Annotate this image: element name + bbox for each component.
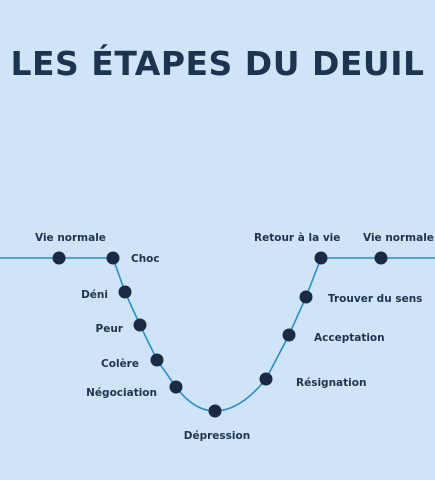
page-title: LES ÉTAPES DU DEUIL bbox=[10, 44, 425, 83]
stage-acceptation: Acceptation bbox=[282, 328, 385, 344]
stage-peur: Peur bbox=[96, 318, 147, 335]
stage-dot bbox=[118, 285, 132, 299]
stage-dot bbox=[282, 328, 296, 342]
stage-dot bbox=[299, 290, 313, 304]
stage-label: Dépression bbox=[184, 430, 250, 442]
stage-colere: Colère bbox=[101, 353, 164, 370]
stage-label: Retour à la vie bbox=[254, 232, 340, 244]
stage-dot bbox=[259, 372, 273, 386]
stage-depression: Dépression bbox=[184, 404, 250, 442]
stage-dot bbox=[169, 380, 183, 394]
stage-label: Trouver du sens bbox=[328, 293, 422, 305]
stage-label: Négociation bbox=[86, 387, 157, 399]
stage-label: Résignation bbox=[296, 377, 366, 389]
stage-choc: Choc bbox=[106, 251, 160, 265]
stage-dot bbox=[374, 251, 388, 265]
stage-label: Choc bbox=[131, 253, 160, 265]
stage-label: Peur bbox=[96, 323, 124, 335]
stage-label: Colère bbox=[101, 358, 139, 370]
stage-deni: Déni bbox=[81, 285, 132, 301]
stage-label: Vie normale bbox=[363, 232, 434, 244]
stage-dot bbox=[52, 251, 66, 265]
stage-vie-normale-start: Vie normale bbox=[35, 232, 106, 265]
stage-dot bbox=[150, 353, 164, 367]
stage-label: Acceptation bbox=[314, 332, 385, 344]
stage-dot bbox=[208, 404, 222, 418]
stage-label: Vie normale bbox=[35, 232, 106, 244]
stage-trouver-du-sens: Trouver du sens bbox=[299, 290, 422, 305]
stage-label: Déni bbox=[81, 289, 108, 301]
stage-vie-normale-end: Vie normale bbox=[363, 232, 434, 265]
stage-negociation: Négociation bbox=[86, 380, 183, 399]
stage-dot bbox=[106, 251, 120, 265]
stage-resignation: Résignation bbox=[259, 372, 366, 389]
stage-dot bbox=[314, 251, 328, 265]
stage-retour-a-la-vie: Retour à la vie bbox=[254, 232, 340, 265]
stage-dot bbox=[133, 318, 147, 332]
